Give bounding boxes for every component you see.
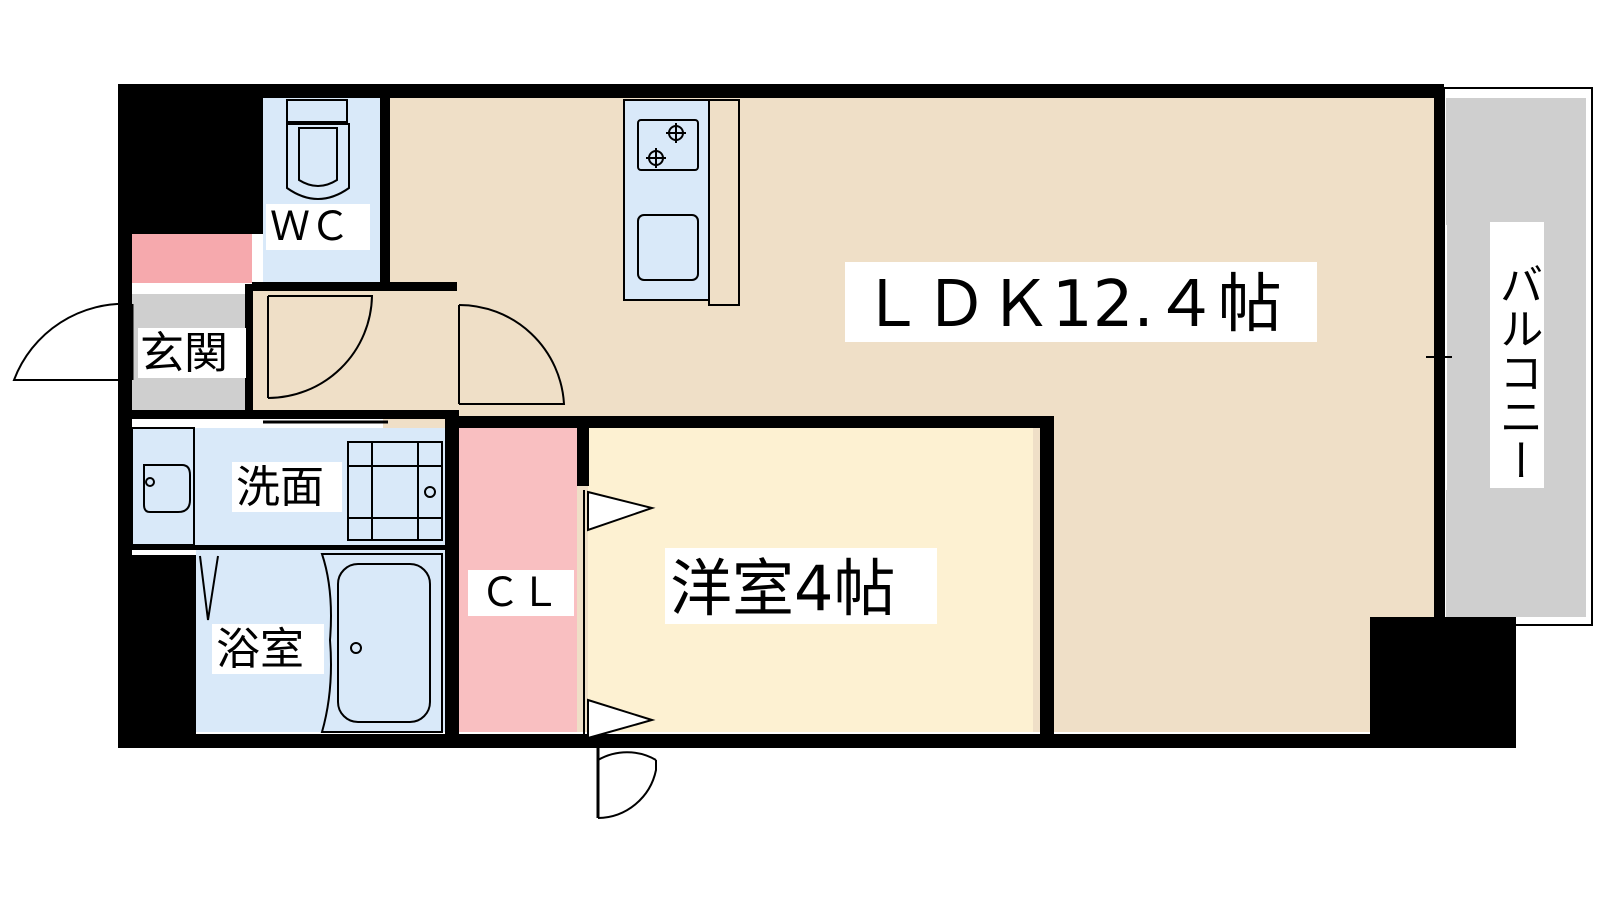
bathtub-icon [199, 553, 443, 733]
kitchen-sink-icon [637, 214, 699, 281]
balcony-label: バルコニー [1492, 262, 1543, 482]
entrance-door [12, 302, 134, 381]
wc-label: ＷＣ [270, 204, 350, 250]
balcony-window [1426, 225, 1452, 490]
bath-label: 浴室 [216, 624, 304, 675]
toilet-icon [286, 99, 350, 200]
kitchen-counter [623, 99, 740, 306]
shoe-box [132, 231, 252, 283]
room-labels: ＬＤＫ12.４帖 洋室4帖 ＷＣ 玄関 洗面 浴室 ＣＬ バルコニー [138, 204, 1544, 675]
balcony-outline [1443, 87, 1593, 626]
ldk-door [458, 303, 566, 405]
western-room-label: 洋室4帖 [670, 552, 895, 625]
washroom-label: 洗面 [236, 462, 324, 513]
closet-doors [583, 490, 656, 740]
washing-machine-icon [347, 441, 443, 541]
washbasin-icon [131, 427, 195, 546]
hallway-floor [252, 288, 447, 410]
fixtures [12, 87, 1593, 819]
service-door [596, 748, 657, 819]
closet-label: ＣＬ [480, 570, 560, 616]
ldk-label: ＬＤＫ12.４帖 [860, 268, 1282, 342]
entrance-label: 玄関 [140, 328, 228, 379]
wc-door [267, 295, 374, 399]
